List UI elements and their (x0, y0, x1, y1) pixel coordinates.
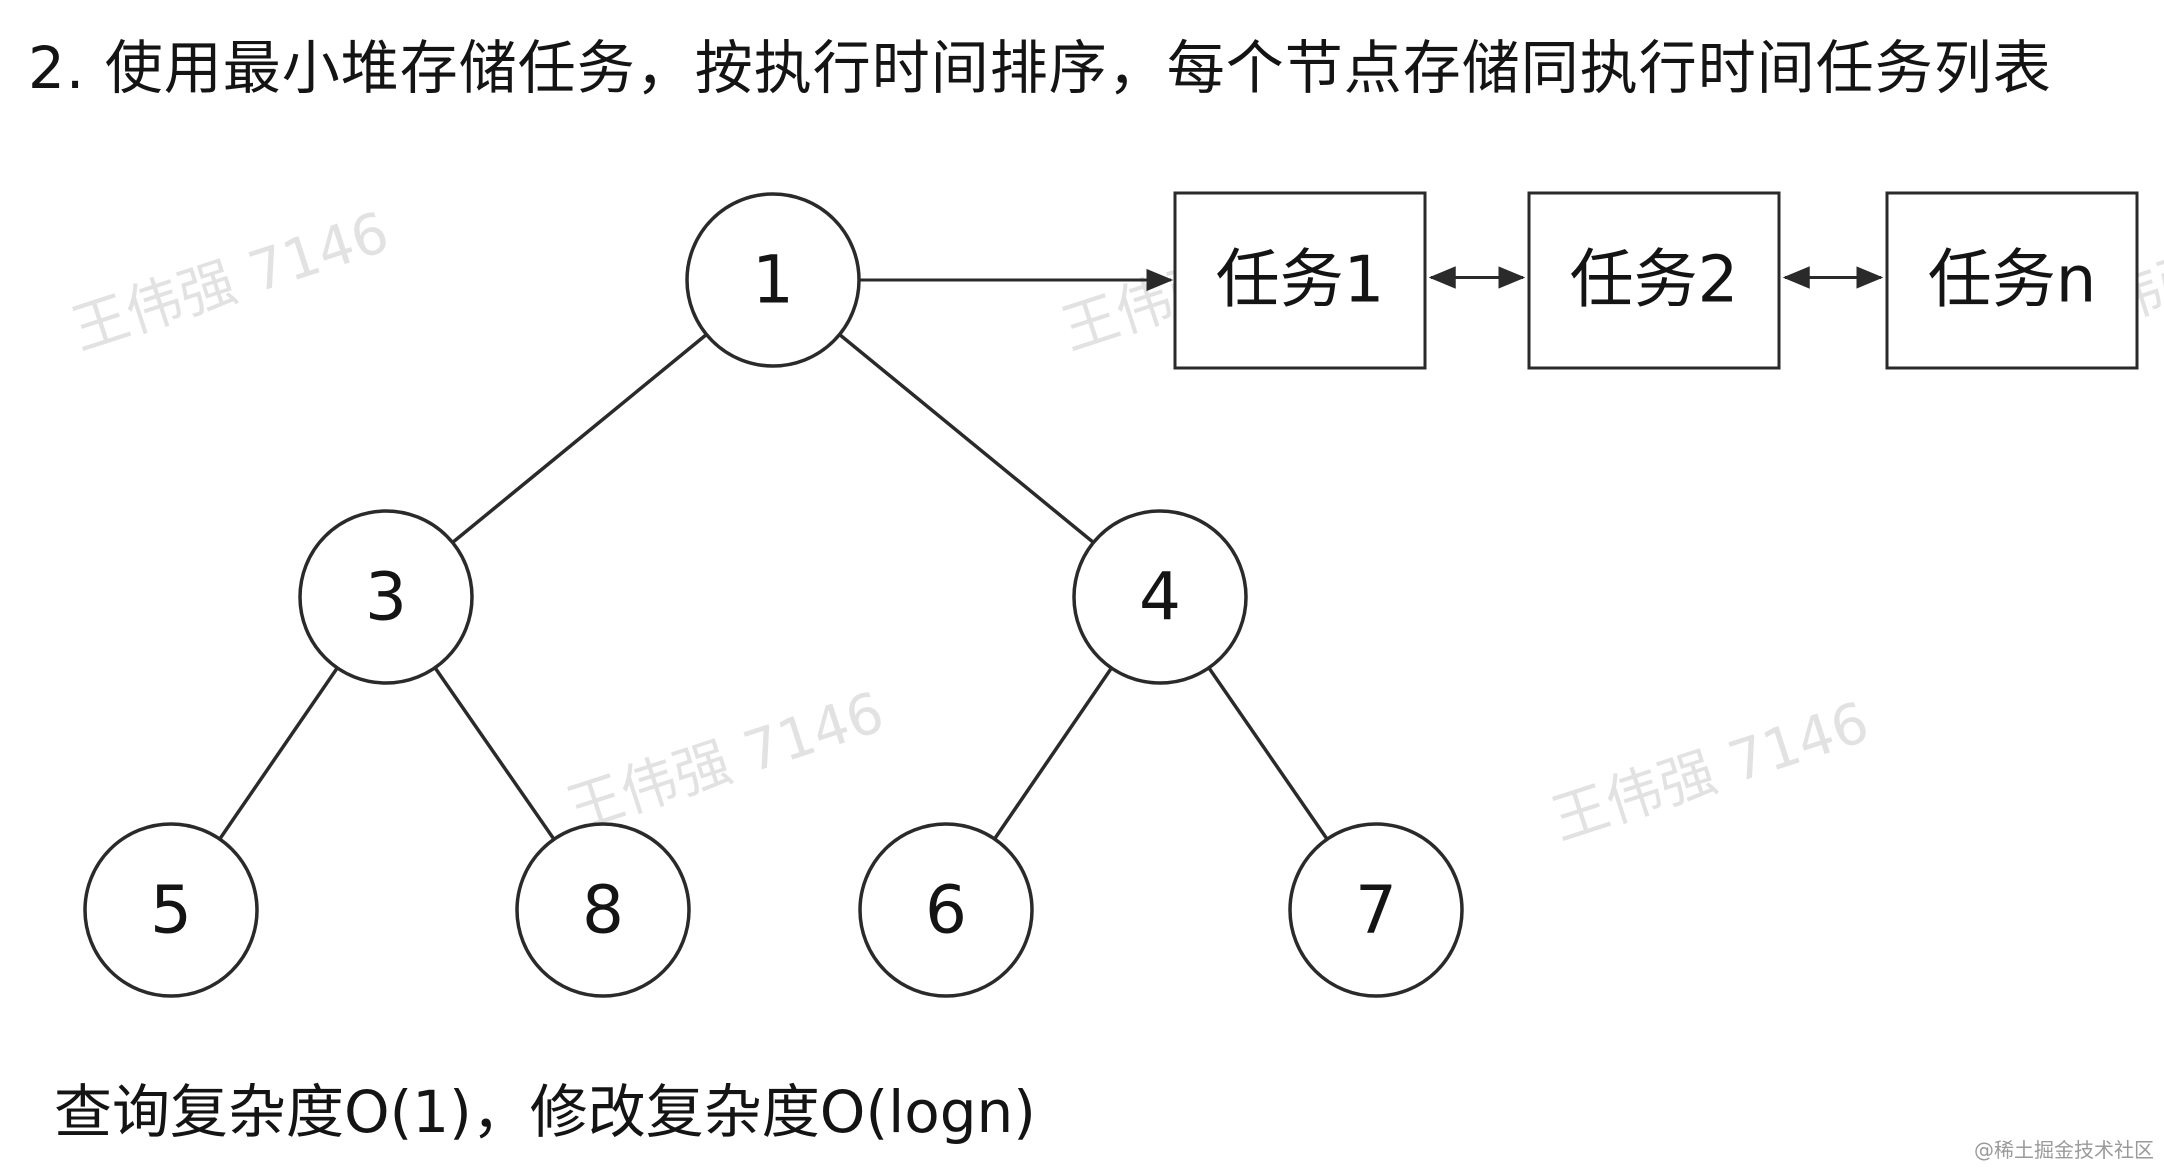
heap-node-label: 5 (150, 872, 192, 949)
heap-nodes: 1 3 4 5 8 6 7 (83, 192, 1464, 998)
diagram-heading: 2. 使用最小堆存储任务，按执行时间排序，每个节点存储同执行时间任务列表 (28, 34, 2052, 102)
heap-node-label: 7 (1355, 872, 1397, 949)
source-credit: @稀土掘金技术社区 (1974, 1138, 2154, 1162)
heap-node-label: 4 (1139, 559, 1181, 636)
heap-node: 4 (1072, 509, 1248, 685)
task-box (1885, 191, 2139, 370)
task-label: 任务n (1928, 244, 2097, 318)
watermark-text: 王伟强 7146 (559, 680, 891, 843)
heap-node-label: 1 (752, 242, 794, 319)
heap-node: 1 (685, 192, 861, 368)
complexity-note: 查询复杂度O(1)，修改复杂度O(logn) (54, 1078, 1036, 1146)
heap-node-label: 8 (582, 872, 624, 949)
heap-node-circle (83, 822, 259, 998)
heap-node: 7 (1288, 822, 1464, 998)
task-box (1173, 191, 1427, 370)
task-label: 任务2 (1570, 244, 1739, 318)
heap-node-circle (298, 509, 474, 685)
heap-node-circle (685, 192, 861, 368)
task-node: 任务1 (1173, 191, 1427, 370)
heap-node-label: 3 (365, 559, 407, 636)
heap-node: 6 (858, 822, 1034, 998)
heap-node-circle (1072, 509, 1248, 685)
task-list: 任务1 任务2 任务n (1173, 191, 2139, 370)
heap-node: 8 (515, 822, 691, 998)
task-node: 任务n (1885, 191, 2139, 370)
heap-node-circle (858, 822, 1034, 998)
heap-node: 5 (83, 822, 259, 998)
heap-node: 3 (298, 509, 474, 685)
watermark-text: 王伟强 7146 (64, 200, 396, 363)
heap-node-circle (515, 822, 691, 998)
heap-node-circle (1288, 822, 1464, 998)
watermark-text: 王伟强 7146 (1544, 690, 1876, 853)
task-box (1527, 191, 1781, 370)
task-label: 任务1 (1216, 244, 1385, 318)
heap-node-label: 6 (925, 872, 967, 949)
task-node: 任务2 (1527, 191, 1781, 370)
